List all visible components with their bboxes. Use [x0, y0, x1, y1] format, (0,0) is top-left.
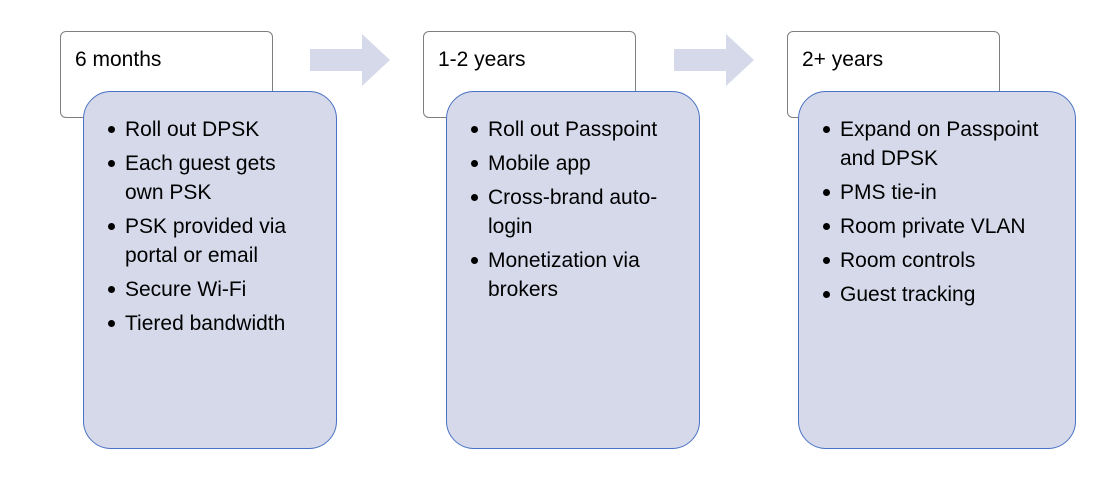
bullet-icon	[823, 223, 830, 230]
list-item: Room controls	[823, 246, 1065, 275]
right-arrow-icon	[310, 34, 390, 86]
list-item: Roll out Passpoint	[471, 115, 689, 144]
list-item: Each guest gets own PSK	[108, 149, 307, 207]
list-item: Monetization via brokers	[471, 246, 678, 304]
bullet-icon	[823, 257, 830, 264]
list-item: PMS tie-in	[823, 178, 1065, 207]
stage-content-box: Roll out DPSK Each guest gets own PSK PS…	[83, 91, 337, 449]
stage-title: 6 months	[75, 48, 162, 71]
list-item-text: Cross-brand auto-login	[488, 186, 658, 238]
stage-title: 2+ years	[802, 48, 884, 71]
list-item: Roll out DPSK	[108, 115, 307, 144]
stage-content-box: Expand on Passpoint and DPSK PMS tie-in …	[798, 91, 1076, 449]
bullet-list: Roll out Passpoint Mobile app Cross-bran…	[471, 115, 689, 309]
bullet-icon	[108, 223, 115, 230]
list-item: Secure Wi-Fi	[108, 275, 326, 304]
right-arrow-icon	[674, 34, 754, 86]
bullet-icon	[471, 126, 478, 133]
list-item-text: Monetization via brokers	[488, 249, 640, 301]
bullet-icon	[823, 126, 830, 133]
bullet-icon	[108, 160, 115, 167]
bullet-list: Roll out DPSK Each guest gets own PSK PS…	[108, 115, 326, 343]
list-item-text: Expand on Passpoint and DPSK	[840, 118, 1039, 170]
list-item-text: Roll out DPSK	[125, 118, 260, 141]
list-item: Cross-brand auto-login	[471, 183, 688, 241]
list-item: Room private VLAN	[823, 212, 1065, 241]
list-item-text: Mobile app	[488, 152, 591, 175]
list-item-text: Room private VLAN	[840, 215, 1026, 238]
list-item-text: Secure Wi-Fi	[125, 278, 247, 301]
bullet-icon	[471, 194, 478, 201]
bullet-icon	[108, 126, 115, 133]
bullet-icon	[823, 291, 830, 298]
list-item: Mobile app	[471, 149, 689, 178]
bullet-icon	[108, 286, 115, 293]
list-item: Guest tracking	[823, 280, 1065, 309]
list-item: Tiered bandwidth	[108, 309, 326, 338]
list-item-text: Each guest gets own PSK	[125, 152, 276, 204]
bullet-icon	[108, 320, 115, 327]
list-item-text: Room controls	[840, 249, 976, 272]
list-item: Expand on Passpoint and DPSK	[823, 115, 1055, 173]
list-item-text: PMS tie-in	[840, 181, 937, 204]
list-item-text: Tiered bandwidth	[125, 312, 286, 335]
bullet-icon	[471, 160, 478, 167]
list-item-text: PSK provided via portal or email	[125, 215, 287, 267]
bullet-icon	[471, 257, 478, 264]
list-item: PSK provided via portal or email	[108, 212, 307, 270]
list-item-text: Roll out Passpoint	[488, 118, 658, 141]
stage-content-box: Roll out Passpoint Mobile app Cross-bran…	[446, 91, 700, 449]
bullet-icon	[823, 189, 830, 196]
bullet-list: Expand on Passpoint and DPSK PMS tie-in …	[823, 115, 1065, 314]
stage-title: 1-2 years	[438, 48, 526, 71]
list-item-text: Guest tracking	[840, 283, 976, 306]
